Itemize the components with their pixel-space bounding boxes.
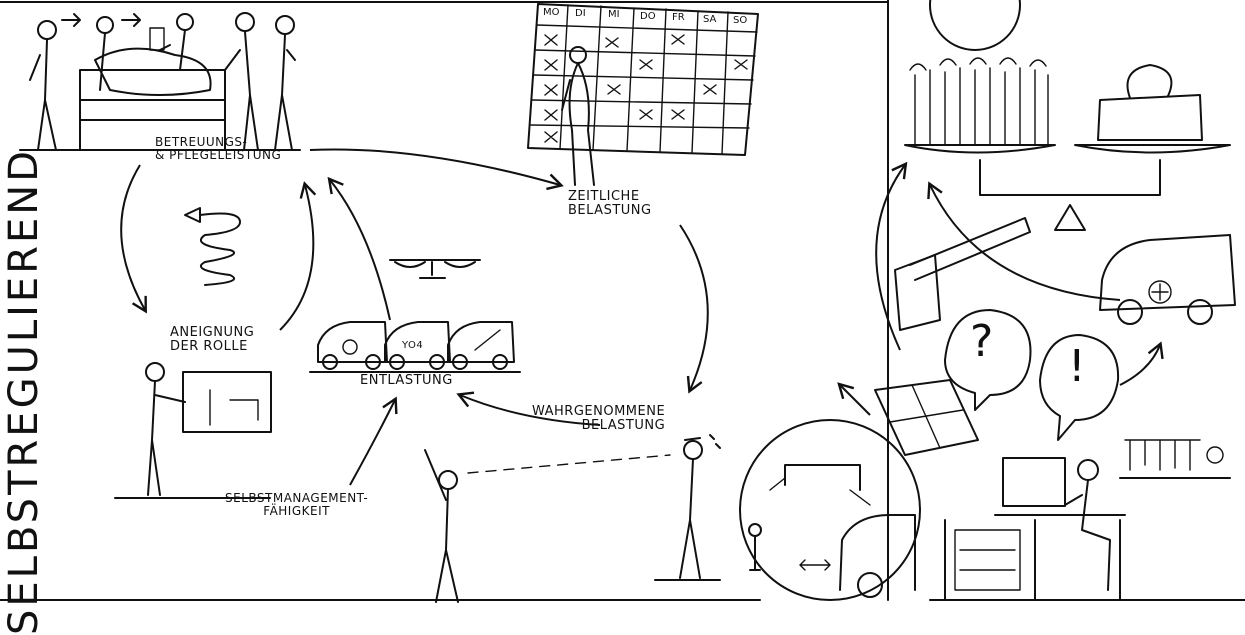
label-time-line2: BELASTUNG xyxy=(568,204,652,218)
ambulance-van xyxy=(1100,235,1235,324)
calendar-day-so: SO xyxy=(733,15,747,26)
label-role-line2: DER ROLLE xyxy=(170,340,254,354)
label-perceived-line2: BELASTUNG xyxy=(532,419,665,433)
label-care-line1: BETREUUNGS- xyxy=(155,136,281,149)
calendar-day-di: DI xyxy=(575,8,586,19)
label-self-management: SELBSTMANAGEMENT- FÄHIGKEIT xyxy=(225,492,368,518)
van-label: YO4 xyxy=(402,341,423,352)
label-selfmgmt-line2: FÄHIGKEIT xyxy=(225,505,368,518)
vertical-title: SELBSTREGULIEREND xyxy=(1,275,47,635)
frame-lines xyxy=(0,0,1245,600)
home-care-circle xyxy=(740,420,920,600)
label-time-load: ZEITLICHE BELASTUNG xyxy=(568,190,652,218)
label-relief-line1: ENTLASTUNG xyxy=(360,374,453,388)
week-calendar xyxy=(528,4,758,185)
label-care-line2: & PFLEGELEISTUNG xyxy=(155,149,281,162)
label-care: BETREUUNGS- & PFLEGELEISTUNG xyxy=(155,136,281,162)
scale-crowd-vs-weight xyxy=(905,0,1230,230)
role-learning-figure xyxy=(115,363,271,498)
calendar-day-mo: MO xyxy=(543,7,560,18)
pointing-figure xyxy=(425,450,458,602)
bed-care-scene xyxy=(20,13,300,150)
label-perceived-load: WAHRGENOMMENE BELASTUNG xyxy=(532,405,665,433)
small-balance-icon xyxy=(390,260,480,278)
exclamation-mark: ! xyxy=(1068,343,1086,391)
label-relief: ENTLASTUNG xyxy=(360,374,453,388)
label-role: ANEIGNUNG DER ROLLE xyxy=(170,326,254,354)
calendar-day-do: DO xyxy=(640,11,656,22)
label-perceived-line1: WAHRGENOMMENE xyxy=(532,405,665,419)
label-role-line1: ANEIGNUNG xyxy=(170,326,254,340)
calendar-day-sa: SA xyxy=(703,14,716,25)
stressed-figure xyxy=(655,435,720,580)
calendar-day-mi: MI xyxy=(608,9,620,20)
label-selfmgmt-line1: SELBSTMANAGEMENT- xyxy=(225,492,368,505)
label-time-line1: ZEITLICHE xyxy=(568,190,652,204)
desk-worker xyxy=(945,440,1230,600)
spring-icon xyxy=(185,208,240,285)
question-mark: ? xyxy=(970,318,994,366)
calendar-day-fr: FR xyxy=(672,12,685,23)
